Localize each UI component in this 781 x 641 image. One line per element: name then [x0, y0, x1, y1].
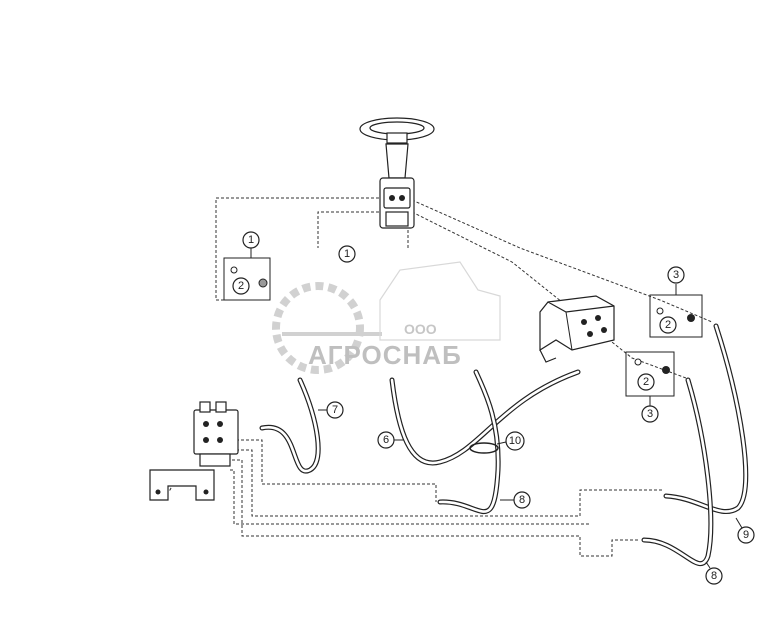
- callout-8-upper: 8: [500, 491, 531, 509]
- callout-10: 10: [496, 431, 525, 451]
- callout-1-partial: 1: [338, 245, 356, 263]
- hose-8-lower: [641, 377, 714, 566]
- mounting-bracket: [149, 469, 215, 501]
- fitting-box-upper-right: [649, 284, 703, 338]
- fitting-box-lower-right: [625, 351, 675, 406]
- callout-label: 2: [238, 280, 244, 292]
- steering-unit: [379, 177, 415, 229]
- watermark-top: ООО: [404, 321, 437, 337]
- hose-9: [663, 323, 749, 515]
- callout-label: 1: [248, 234, 254, 246]
- hose-7: [259, 377, 321, 474]
- callout-8-lower: 8: [705, 561, 723, 585]
- hose-clamp-10: [469, 442, 499, 454]
- callout-2-lower-right: 2: [637, 373, 655, 391]
- callout-label: 10: [509, 435, 521, 447]
- callout-2-left: 2: [232, 277, 250, 295]
- steering-wheel: [359, 117, 435, 179]
- callout-label: 3: [673, 269, 679, 281]
- callout-label: 2: [665, 319, 671, 331]
- callout-9: 9: [735, 517, 755, 544]
- callout-label: 2: [643, 376, 649, 388]
- callout-label: 8: [711, 570, 717, 582]
- watermark-name: АГРОСНАБ: [308, 340, 462, 370]
- hydraulic-routing-lines: [154, 197, 713, 557]
- callout-label: 1: [344, 248, 350, 260]
- callout-1: 1: [242, 231, 260, 249]
- callout-label: 6: [383, 434, 389, 446]
- callout-3-lower: 3: [641, 405, 659, 423]
- fitting-box-left: [223, 248, 271, 301]
- hose-6: [389, 369, 581, 466]
- control-valve-left: [193, 401, 239, 467]
- callout-label: 7: [332, 404, 338, 416]
- callout-label: 3: [647, 408, 653, 420]
- callout-7: 7: [318, 401, 344, 419]
- callout-6: 6: [377, 431, 404, 449]
- callout-label: 8: [519, 494, 525, 506]
- agrosnab-watermark: ООО АГРОСНАБ: [272, 261, 501, 374]
- callout-2-upper-right: 2: [659, 316, 677, 334]
- callout-3-upper: 3: [667, 266, 685, 284]
- hose-8-upper: [437, 369, 501, 515]
- callout-label: 9: [743, 529, 749, 541]
- valve-block-right: [539, 295, 615, 363]
